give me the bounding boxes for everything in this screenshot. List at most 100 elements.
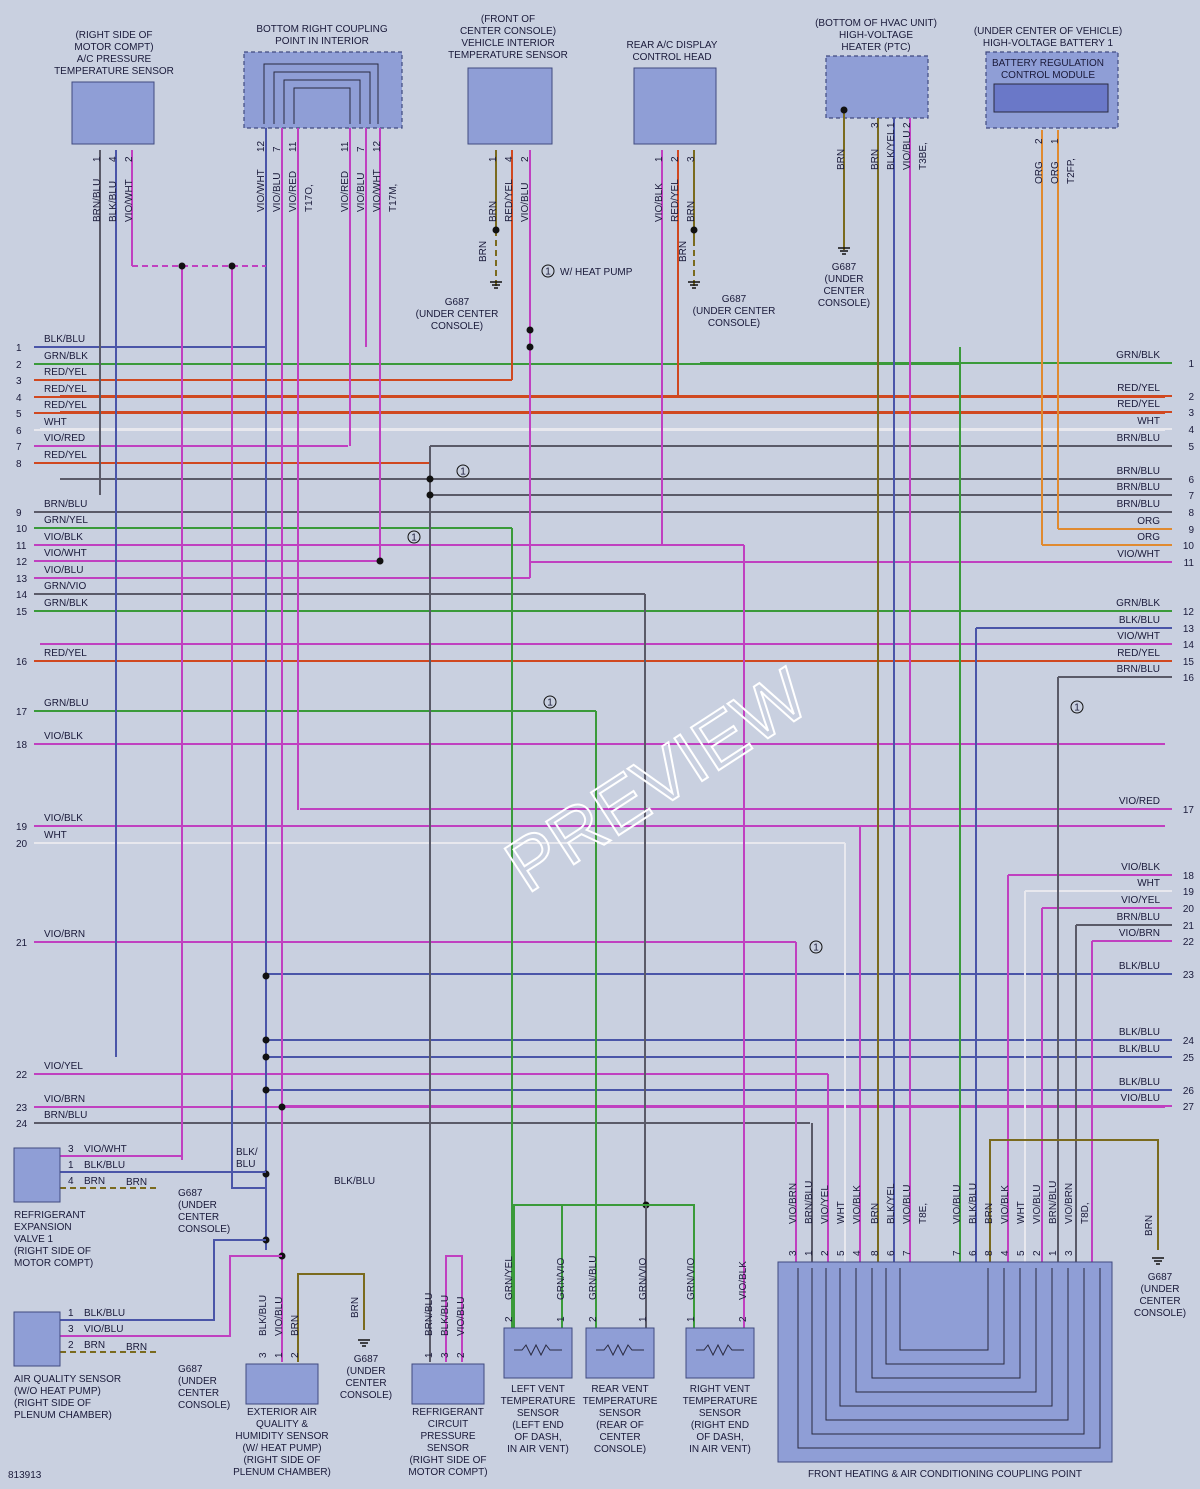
brn-label: BRN (478, 241, 489, 262)
vent-rear-pin-label: GRN/BLU (588, 1256, 599, 1300)
air-quality-sensor-caption: AIR QUALITY SENSOR(W/O HEAT PUMP)(RIGHT … (14, 1374, 121, 1421)
exterior-ground (297, 1273, 365, 1362)
right-wire-number: 3 (1188, 408, 1194, 419)
refrig-pressure-pin-label: BLK/BLU (440, 1295, 451, 1336)
expansion-pin: 3 (68, 1144, 74, 1155)
left-wire-label: VIO/RED (44, 433, 85, 444)
vehicle-interior-pin-label: VIO/BLU (520, 183, 531, 222)
front-coupling-pin-label: BLK/YEL (886, 1183, 897, 1224)
ground-caption: G687 (722, 294, 747, 305)
front-coupling-caption: FRONT HEATING & AIR CONDITIONING COUPLIN… (808, 1469, 1082, 1480)
right-wire-label: BLK/BLU (1119, 1077, 1160, 1088)
vent-left-pin: 2 (504, 1316, 515, 1322)
front-coupling-pin-label: WHT (836, 1201, 847, 1224)
rear-ac-display-body (633, 67, 717, 145)
coupling-interior-pin-label: VIO/RED (340, 171, 351, 212)
exterior-air-sensor-body (245, 1363, 319, 1405)
diagram-id: 813913 (8, 1470, 42, 1481)
ground-caption: (UNDER (178, 1376, 217, 1387)
ac-pressure-pin-label: VIO/WHT (124, 179, 135, 222)
vehicle-interior-pin-label: RED/YEL (504, 179, 515, 222)
right-wire-label: VIO/WHT (1117, 631, 1160, 642)
left-wire-number: 22 (16, 1070, 28, 1081)
left-wire-number: 6 (16, 426, 22, 437)
coupling-interior-pin-label: VIO/BLU (272, 173, 283, 212)
right-wire-label: GRN/BLK (1116, 598, 1160, 609)
ground-icon (688, 281, 700, 289)
ground-caption: CENTER (1139, 1296, 1180, 1307)
vent-rear-pin: 2 (588, 1316, 599, 1322)
front-coupling-pin: 4 (852, 1250, 863, 1256)
coupling-interior-loops (263, 63, 379, 124)
right-wire-number: 23 (1183, 970, 1195, 981)
left-wire-number: 9 (16, 508, 22, 519)
ground-caption: CONSOLE) (818, 298, 870, 309)
hv-heater-pin: 3 (870, 122, 881, 128)
right-wire-number: 2 (1188, 392, 1194, 403)
coupling-interior-pin: 12 (372, 140, 383, 152)
refrig-pressure-pin: 2 (456, 1352, 467, 1358)
left-wire-label: VIO/BRN (44, 1094, 85, 1105)
exterior-pin: 2 (290, 1352, 301, 1358)
front-coupling-pin: 3 (1064, 1250, 1075, 1256)
left-wire-label: GRN/BLU (44, 698, 88, 709)
front-coupling-pin-label: VIO/BLU (952, 1185, 963, 1224)
front-coupling-pin-label: VIO/YEL (820, 1185, 831, 1224)
rear-display-pin: 2 (670, 156, 681, 162)
left-wire-number: 13 (16, 574, 28, 585)
air-quality-sensor: AIR QUALITY SENSOR(W/O HEAT PUMP)(RIGHT … (13, 1311, 121, 1421)
hv-heater-pin-label: BRN (870, 149, 881, 170)
front-coupling-pin: 7 (952, 1250, 963, 1256)
left-wire-number: 4 (16, 393, 22, 404)
right-wire-number: 24 (1183, 1036, 1195, 1047)
front-coupling-pin: 5 (1016, 1250, 1027, 1256)
brn-label: BRN (1144, 1215, 1155, 1236)
ac-pressure-pin: 1 (92, 156, 103, 162)
footnote-icon: 1 (809, 940, 823, 954)
left-wire-number: 10 (16, 524, 28, 535)
labels: 1BLK/BLU2GRN/BLK3RED/YEL4RED/YEL5RED/YEL… (16, 122, 1194, 1411)
left-wire-label: RED/YEL (44, 450, 87, 461)
left-wire-number: 15 (16, 607, 28, 618)
expansion-pin-label: BRN (84, 1176, 105, 1187)
left-wire-number: 16 (16, 657, 28, 668)
vent-left-pin-label: GRN/VIO (556, 1258, 567, 1300)
coupling-interior-pin-label: T17O, (304, 184, 315, 212)
ground-caption: G687 (178, 1364, 203, 1375)
splice-dot (426, 475, 434, 483)
right-wire-label: RED/YEL (1117, 383, 1160, 394)
expansion-wire (60, 1155, 183, 1160)
right-wire-label: WHT (1137, 878, 1160, 889)
ground-caption: G687 (354, 1354, 379, 1365)
left-wire-label: RED/YEL (44, 367, 87, 378)
right-wire-label: VIO/BRN (1119, 928, 1160, 939)
front-coupling-body (777, 1261, 1113, 1463)
footnote-icon: 1 (543, 695, 557, 709)
vehicle-interior-pin: 2 (520, 156, 531, 162)
right-wire-number: 13 (1183, 624, 1195, 635)
hv-heater-pin: 1 (886, 122, 897, 128)
splice-dot (492, 226, 500, 234)
front-coupling-pin: 4 (1000, 1250, 1011, 1256)
hv-heater-pin-label: BLK/YEL (886, 129, 897, 170)
right-wire-label: BRN/BLU (1117, 499, 1160, 510)
splice-dot (178, 262, 186, 270)
right-wire-label: WHT (1137, 416, 1160, 427)
ground-icon (490, 281, 502, 289)
right-wire-number: 4 (1188, 425, 1194, 436)
left-wire-number: 12 (16, 557, 28, 568)
front-coupling-pin: 6 (968, 1250, 979, 1256)
front-coupling-pin-label: VIO/BRN (1064, 1183, 1075, 1224)
front-coupling-pin: 1 (1048, 1250, 1059, 1256)
vehicle-interior-pin: 1 (488, 156, 499, 162)
front-coupling-pin-label: T8E, (918, 1203, 929, 1224)
expansion-valve-body (13, 1147, 61, 1203)
air-quality-pin: 3 (68, 1324, 74, 1335)
ground-caption: CENTER (823, 286, 864, 297)
